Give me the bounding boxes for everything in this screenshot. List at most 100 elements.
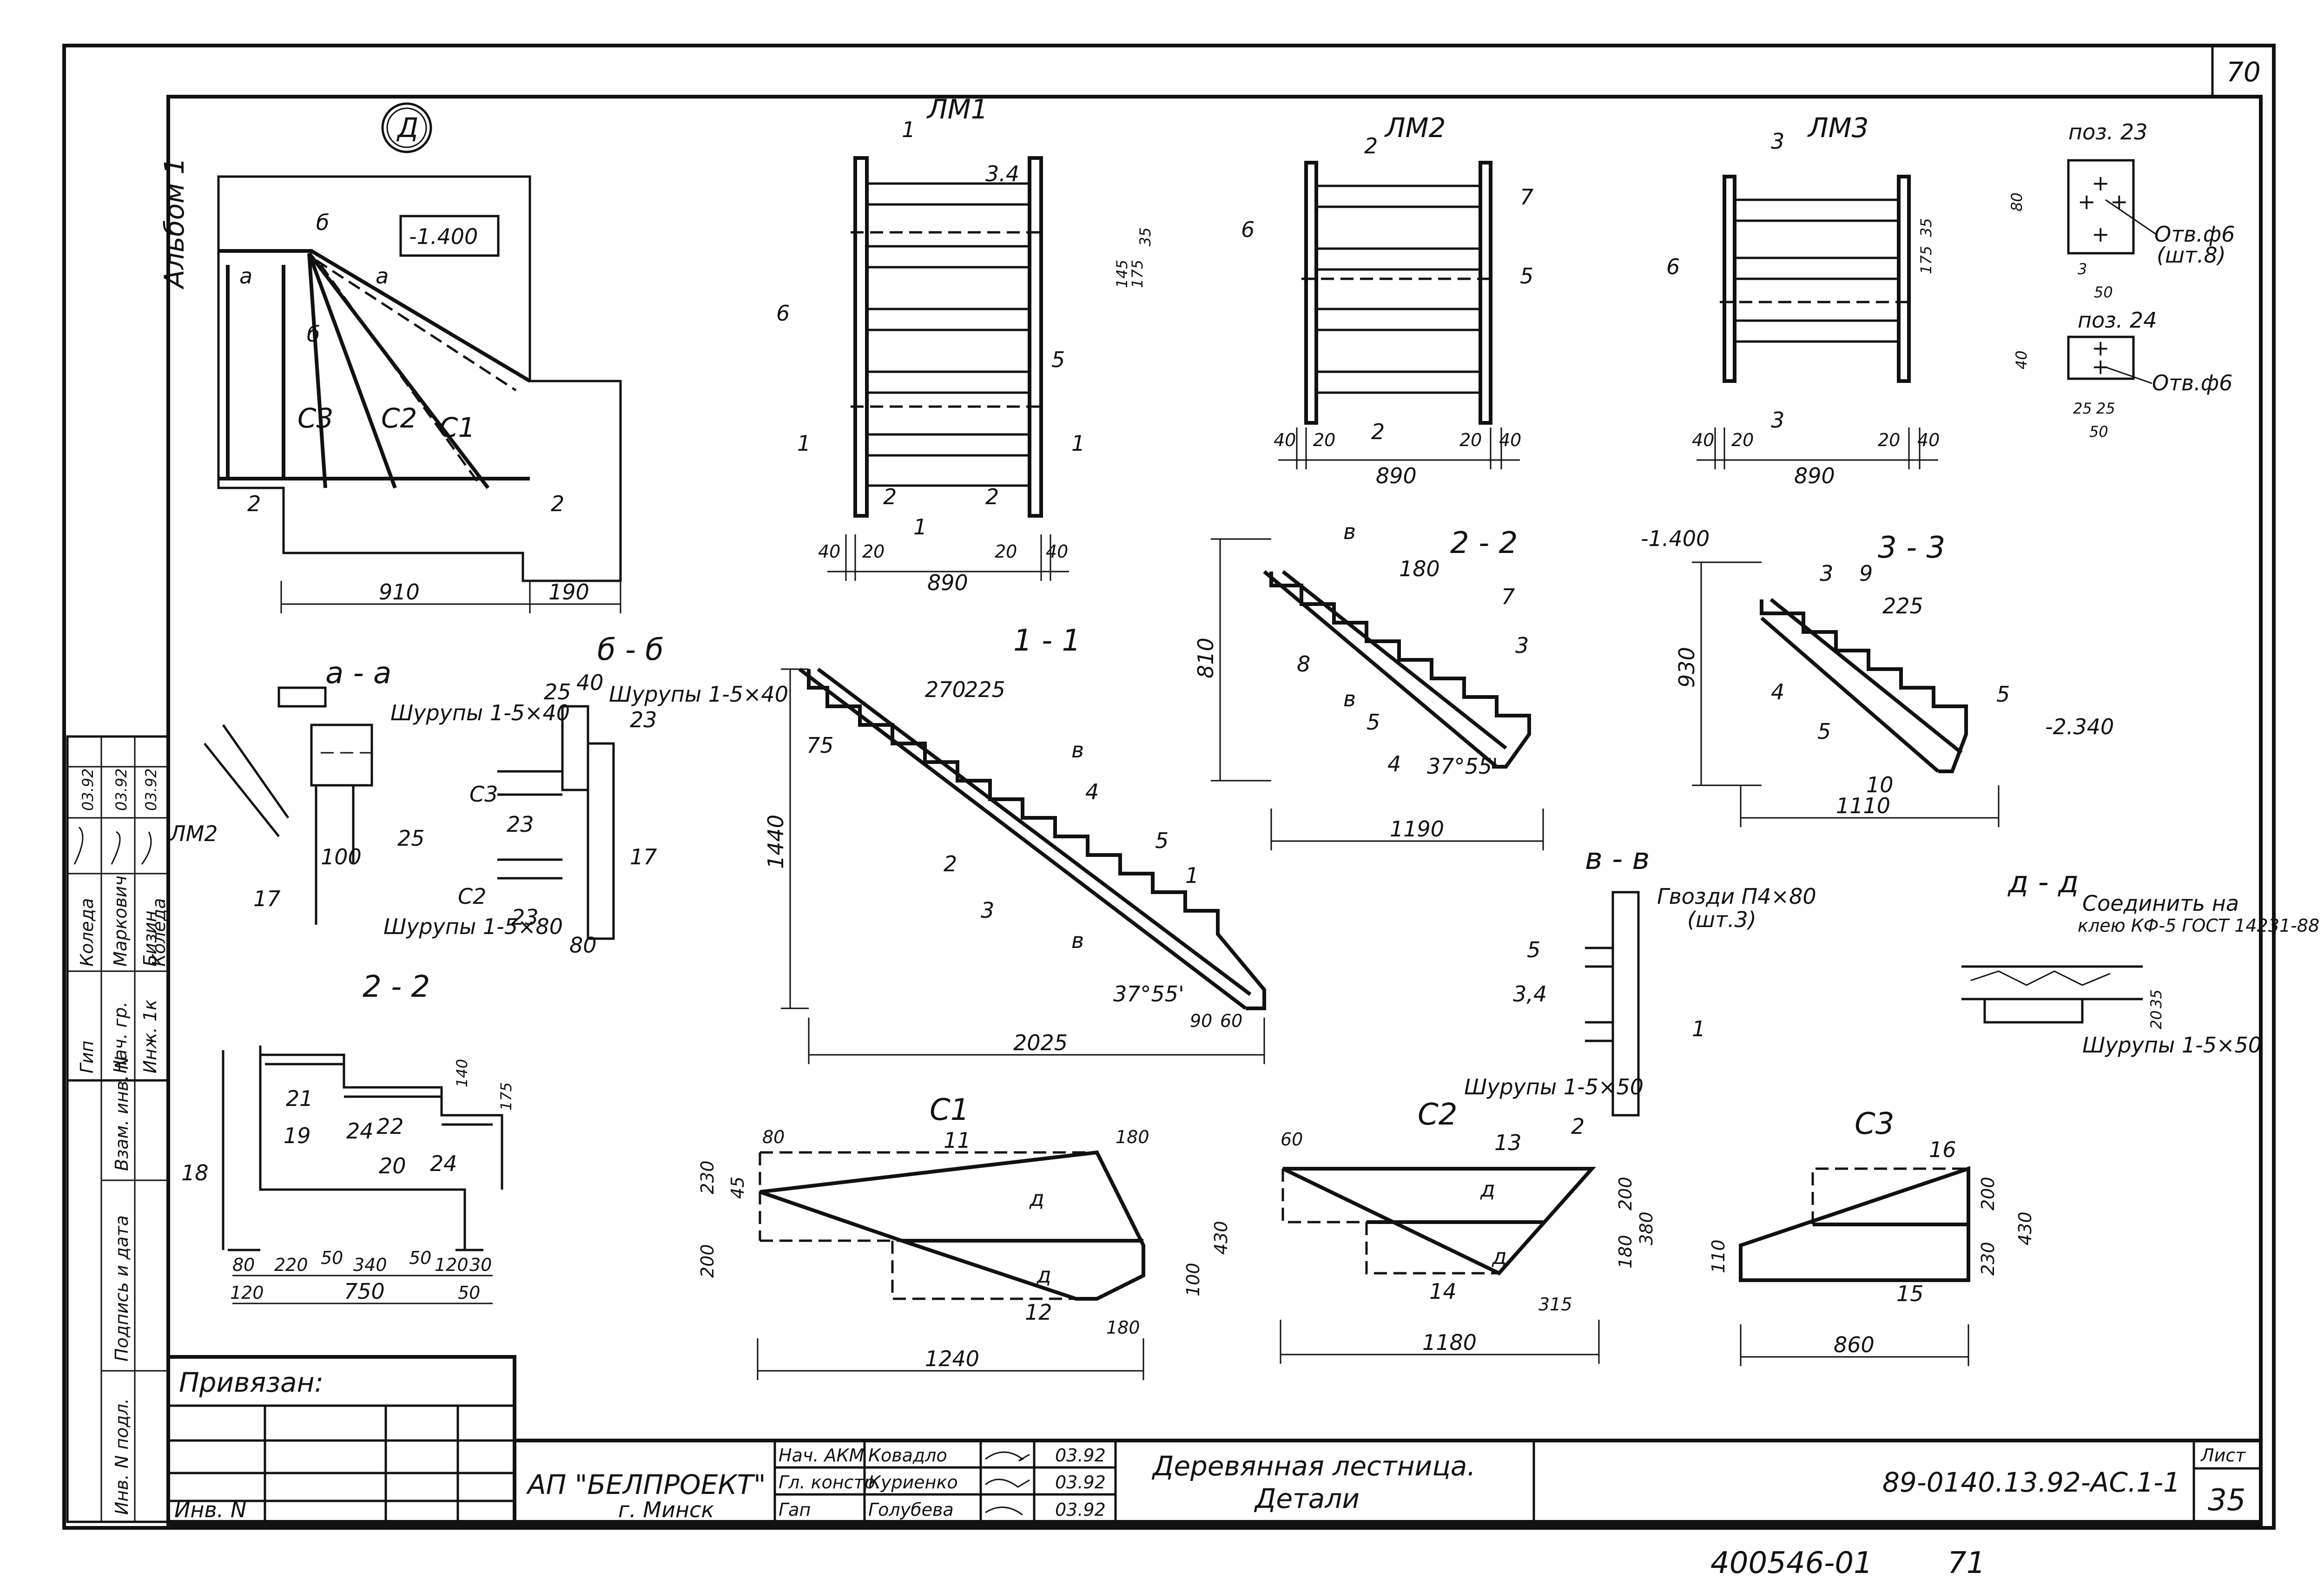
- lm2-stringer-left: [1304, 161, 1318, 425]
- aa-label: 25: [397, 826, 425, 851]
- c2-dim: 1180: [1422, 1330, 1477, 1355]
- lm2-label: 6: [1241, 217, 1254, 242]
- org-city: г. Минск: [618, 1497, 714, 1522]
- poz24-title: поз. 24: [2078, 308, 2157, 333]
- c2-dim: 315: [1538, 1294, 1572, 1315]
- c3-title: С3: [1855, 1107, 1894, 1141]
- s11-dim: 2025: [1013, 1030, 1068, 1055]
- view-d-letter: Д: [396, 112, 418, 144]
- section-22b: 2 - 2 18 21 19 24 22 20 24 80 220 50 340…: [181, 970, 515, 1304]
- c3-dim: 200: [1978, 1177, 1998, 1210]
- stamp-col-label: Взам. инв. N: [112, 1056, 132, 1171]
- bb-beam: [587, 742, 615, 940]
- c1-label: д: [1029, 1186, 1044, 1211]
- lm1-label: 5: [1051, 347, 1065, 372]
- view-lm2: ЛМ2 2 6 7 5 2 40 20 890 20 40: [1241, 112, 1533, 488]
- view-d-stringers: [218, 249, 531, 489]
- c1-dim: 180: [1116, 1127, 1149, 1147]
- lm3-dim: 890: [1794, 463, 1835, 488]
- s22b-dim: 50: [409, 1248, 431, 1268]
- view-d-label: б: [316, 210, 329, 235]
- section-dd: д - д Соединить на клею КФ-5 ГОСТ 14231-…: [1961, 865, 2319, 1058]
- lm3-dim: 20: [1878, 430, 1900, 450]
- s22b-dim: 340: [353, 1255, 387, 1275]
- view-d-label: С2: [381, 402, 417, 434]
- c1-label: 11: [944, 1128, 971, 1153]
- section-vv: в - в Гвозди П4×80 (шт.3) 5 3,4 1 2 Шуру…: [1464, 842, 1816, 1139]
- view-lm1: ЛМ1 3.4 6 5 1 1 2 2 1 1 35 145 175 40 20…: [776, 93, 1154, 595]
- poz24-dim: 40: [2013, 350, 2030, 369]
- lm1-dim: 20: [995, 541, 1017, 562]
- lm1-cut-label: 1: [913, 514, 927, 539]
- c2-dimline: [1280, 1320, 1600, 1364]
- stamp-date: 03.92: [79, 768, 97, 811]
- bb-label: 23: [630, 707, 657, 732]
- lm2-label: 2: [1371, 419, 1385, 444]
- bottom-stamp: 400546-01: [1710, 1546, 1873, 1580]
- bb-stringers: [497, 770, 562, 880]
- lm2-treads: [1316, 184, 1480, 394]
- view-d-label: б: [307, 322, 320, 347]
- poz23-hole-mark: +: [2110, 189, 2128, 214]
- s11-label: 90: [1190, 1011, 1212, 1031]
- lm2-title: ЛМ2: [1384, 112, 1446, 144]
- s33-steps: [1760, 599, 1968, 773]
- s33-stringer: [1760, 598, 1963, 773]
- c2-label: д: [1480, 1177, 1495, 1202]
- c1-outline: [759, 1150, 1145, 1301]
- c1-dim: 45: [727, 1177, 748, 1199]
- corner-number: 70: [2226, 56, 2261, 88]
- s11-label: 1: [1185, 863, 1199, 888]
- view-d-label: а: [239, 263, 252, 289]
- bb-label: 40: [576, 670, 604, 695]
- poz24-hole-mark: +: [2092, 336, 2110, 361]
- lm1-dim: 20: [862, 541, 885, 562]
- view-poz23: поз. 23 + + + + Отв.ф6 (шт.8) 80 3 50 по…: [2008, 119, 2235, 441]
- vv-count: (шт.3): [1687, 907, 1756, 932]
- doc-code: 89-0140.13.92-АС.1-1: [1882, 1467, 2180, 1498]
- view-d-hidden: [315, 259, 517, 484]
- main-stamp: [513, 1439, 2263, 1524]
- stamp-role: Гл. констр.: [779, 1472, 881, 1493]
- aa-stringer: [204, 724, 290, 837]
- s22-dim: 1190: [1390, 816, 1444, 842]
- detail-c1: С1 11 д д 12 80 180 230 45 200 430 100 1…: [697, 1093, 1231, 1380]
- poz23-dim: 3: [2078, 260, 2087, 278]
- c1-hidden: [759, 1151, 1097, 1300]
- lm3-label: 3: [1771, 129, 1784, 154]
- stamp-role: Нач. АКМ: [779, 1445, 864, 1466]
- lm1-dim: 40: [1046, 541, 1068, 562]
- c1-dim: 100: [1183, 1263, 1203, 1296]
- s33-label: 3: [1820, 561, 1833, 586]
- poz23-hole-mark: +: [2078, 189, 2096, 214]
- s33-level-top: -1.400: [1641, 526, 1710, 551]
- bb-label: С2: [458, 884, 486, 909]
- s11-label: в: [1071, 737, 1084, 763]
- bb-screws-top: Шурупы 1-5×40: [609, 682, 788, 707]
- s22b-label: 24: [430, 1151, 457, 1176]
- s22b-dim: 30: [469, 1255, 492, 1275]
- c3-outline: [1739, 1166, 1970, 1282]
- stamp-name: Маркович: [110, 875, 131, 967]
- view-d-plan: Д -1.400 С3 С2 С1 а а б б 2 2 910 190: [217, 102, 622, 613]
- view-lm3: ЛМ3 3 6 3 35 175 40 20 890 20 40: [1666, 112, 1940, 488]
- detail-c3: С3 16 15 200 430 230 110 860: [1708, 1107, 2035, 1366]
- side-stamp: Гип Нач. гр. Инж. 1к Коледа Маркович Биз…: [66, 735, 170, 1523]
- bb-label: 17: [630, 844, 657, 869]
- lm3-dim: 40: [1692, 430, 1714, 450]
- s11-label: 4: [1085, 779, 1099, 804]
- stamp-date: 03.92: [1055, 1500, 1106, 1520]
- stamp-date: 03.92: [142, 768, 160, 811]
- view-d-circle: [381, 102, 432, 153]
- c3-dim: 110: [1708, 1239, 1729, 1273]
- lm1-label: 3.4: [985, 161, 1019, 186]
- view-d-base: [218, 265, 530, 480]
- lm1-dim: 145: [1113, 260, 1131, 288]
- lm3-title: ЛМ3: [1807, 112, 1869, 144]
- lm2-dimline: [1278, 428, 1520, 469]
- c2-dim: 380: [1636, 1211, 1657, 1245]
- lm1-dim: 890: [927, 570, 968, 595]
- poz24-dim: 50: [2089, 423, 2108, 441]
- s11-label: в: [1071, 928, 1084, 953]
- dd-note: клею КФ-5 ГОСТ 14231-88: [2078, 915, 2319, 936]
